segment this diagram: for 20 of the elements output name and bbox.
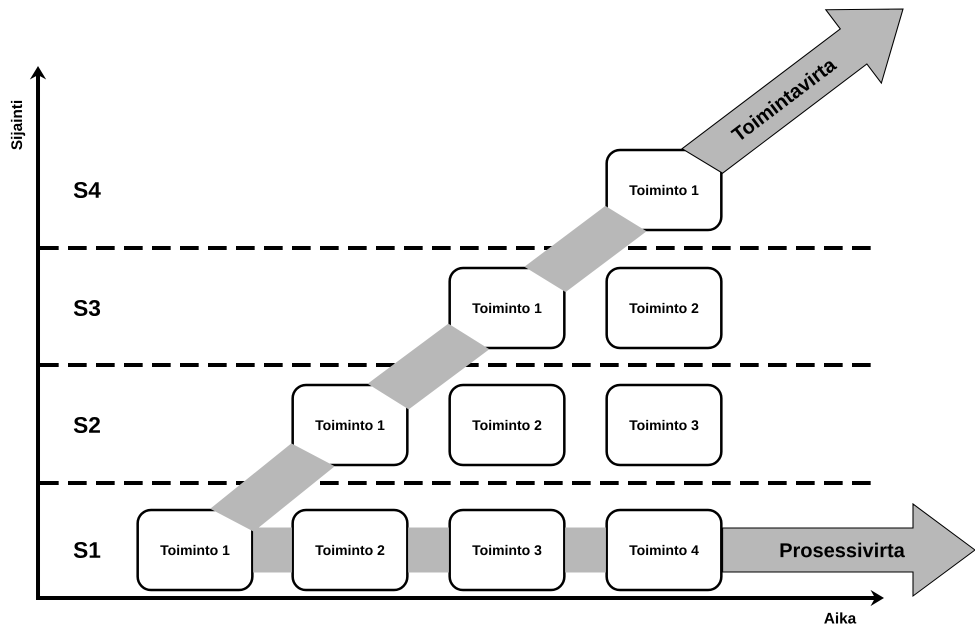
row-label: S1 bbox=[74, 542, 100, 558]
process-box: Toiminto 1 bbox=[605, 148, 723, 232]
process-box: Toiminto 3 bbox=[448, 508, 566, 592]
row-label: S2 bbox=[74, 416, 100, 434]
process-box: Toiminto 2 bbox=[605, 266, 723, 350]
row-label: S3 bbox=[74, 300, 100, 316]
process-box: Toiminto 1 bbox=[136, 508, 254, 592]
process-box: Toiminto 1 bbox=[291, 384, 409, 466]
edge-label: Prosessivirta bbox=[778, 541, 906, 559]
process-box: Toiminto 2 bbox=[291, 508, 409, 592]
flow-arrow bbox=[408, 527, 449, 573]
process-box: Toiminto 4 bbox=[605, 508, 723, 592]
axis-label: Sijainti bbox=[10, 100, 26, 150]
process-box: Toiminto 1 bbox=[448, 266, 566, 350]
axis-label: Aika bbox=[824, 612, 856, 624]
flow-arrow bbox=[253, 527, 292, 573]
process-box: Toiminto 3 bbox=[605, 384, 723, 466]
process-box: Toiminto 2 bbox=[448, 384, 566, 466]
flow-arrow bbox=[565, 527, 606, 573]
row-label: S4 bbox=[74, 182, 101, 198]
